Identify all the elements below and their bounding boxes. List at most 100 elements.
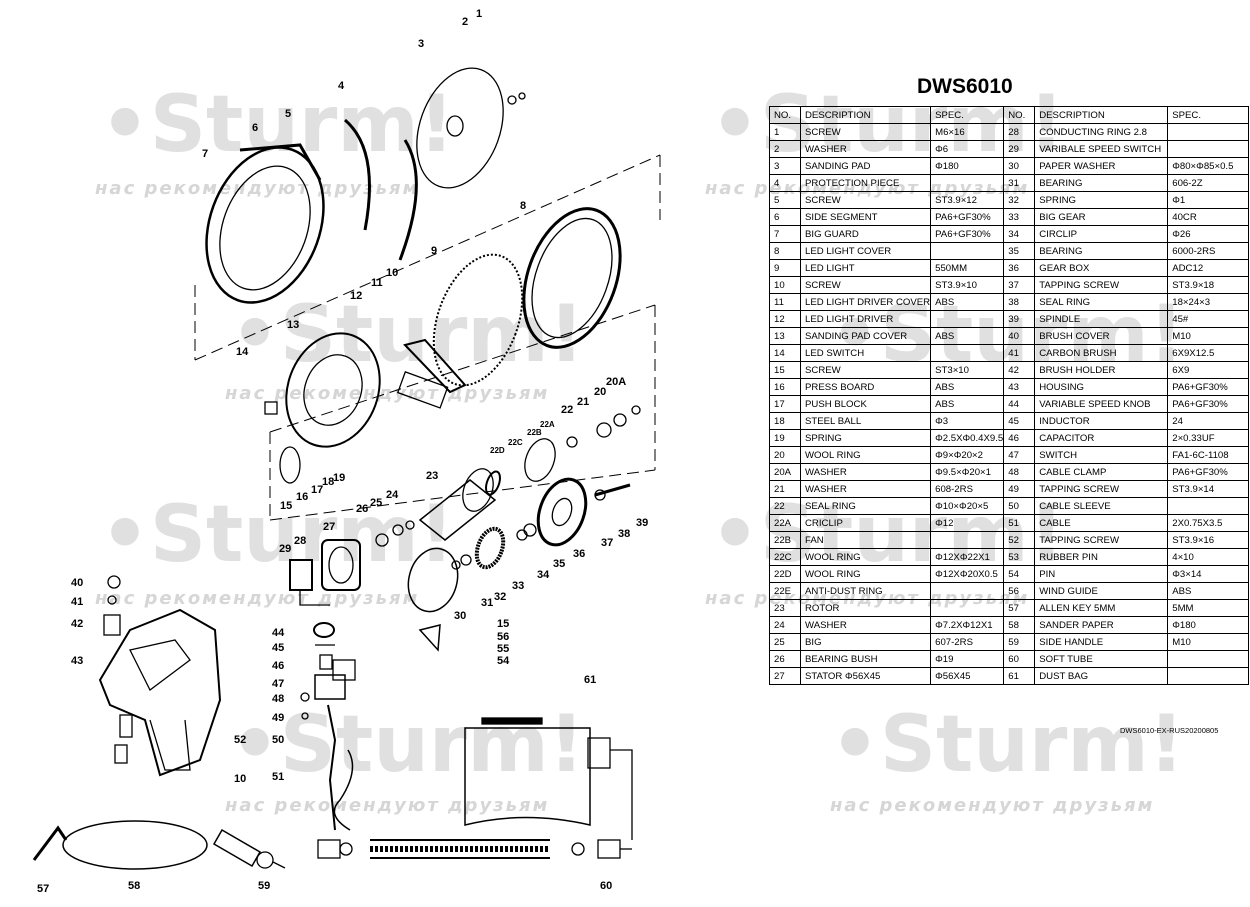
callout-52: 52 — [234, 734, 247, 746]
callout-39: 39 — [636, 517, 649, 529]
table-cell: ROTOR — [799, 599, 932, 617]
pad-cover-drawing — [285, 332, 381, 448]
callout-19: 19 — [333, 472, 346, 484]
callout-31: 31 — [481, 597, 494, 609]
table-cell: M10 — [1167, 633, 1250, 651]
callout-22: 22 — [561, 404, 574, 416]
table-cell: 20A — [769, 463, 801, 481]
callout-10-lower: 10 — [234, 773, 247, 785]
table-header-row: NO. DESCRIPTION SPEC. NO. DESCRIPTION SP… — [769, 106, 1250, 124]
table-cell: PIN — [1034, 565, 1169, 583]
callout-36: 36 — [573, 548, 586, 560]
callout-40: 40 — [71, 577, 84, 589]
table-cell — [930, 599, 1005, 617]
callout-14: 14 — [236, 346, 249, 358]
table-cell: 44 — [1003, 395, 1036, 413]
led-cover-drawing — [522, 207, 622, 349]
table-cell: Φ12XΦ22X1 — [930, 548, 1005, 566]
table-cell: LED LIGHT DRIVER COVER — [799, 293, 932, 311]
table-cell: ST3.9×18 — [1167, 276, 1250, 294]
table-cell: 40 — [1003, 327, 1036, 345]
table-cell: 550MM — [930, 259, 1005, 277]
callout-32: 32 — [494, 591, 507, 603]
callout-22c: 22C — [508, 438, 523, 447]
callout-37: 37 — [601, 537, 614, 549]
table-cell — [1167, 650, 1250, 668]
callout-3: 3 — [418, 38, 425, 50]
callout-22b: 22B — [527, 428, 542, 437]
callout-20: 20 — [594, 386, 607, 398]
table-cell: ABS — [930, 395, 1005, 413]
table-cell: VARIABLE SPEED KNOB — [1034, 395, 1169, 413]
table-cell: 17 — [769, 395, 801, 413]
table-cell: WOOL RING — [799, 446, 932, 464]
callout-60: 60 — [600, 880, 613, 892]
callout-55: 55 — [497, 643, 510, 655]
table-cell: Φ9.5×Φ20×1 — [930, 463, 1005, 481]
callout-18: 18 — [322, 476, 335, 488]
table-cell: BEARING — [1034, 242, 1169, 260]
callout-17: 17 — [311, 484, 324, 496]
callout-29: 29 — [279, 543, 292, 555]
table-cell: ADC12 — [1167, 259, 1250, 277]
table-cell: FAN — [799, 531, 932, 549]
callout-2: 2 — [462, 16, 469, 28]
table-cell: TAPPING SCREW — [1034, 531, 1169, 549]
table-cell: ALLEN KEY 5MM — [1034, 599, 1169, 617]
table-cell: 60 — [1003, 650, 1036, 668]
table-cell: WASHER — [799, 616, 932, 634]
table-cell: SPINDLE — [1034, 310, 1169, 328]
table-cell: 22A — [769, 514, 801, 532]
table-cell: 57 — [1003, 599, 1036, 617]
table-cell: 58 — [1003, 616, 1036, 634]
table-cell — [1167, 140, 1250, 158]
table-cell: SPRING — [1034, 191, 1169, 209]
table-cell: TAPPING SCREW — [1034, 480, 1169, 498]
table-cell: 37 — [1003, 276, 1036, 294]
table-cell: 2×0.33UF — [1167, 429, 1250, 447]
table-cell: 6X9X12.5 — [1167, 344, 1250, 362]
table-cell: 23 — [769, 599, 801, 617]
table-cell: 5MM — [1167, 599, 1250, 617]
table-cell: 7 — [769, 225, 801, 243]
table-cell: 28 — [1003, 123, 1036, 141]
table-cell — [930, 242, 1005, 260]
callout-6: 6 — [252, 122, 259, 134]
table-cell: ST3×10 — [930, 361, 1005, 379]
table-cell: STEEL BALL — [799, 412, 932, 430]
table-cell: WASHER — [799, 140, 932, 158]
callout-15: 15 — [280, 500, 293, 512]
table-cell: SCREW — [799, 191, 932, 209]
callout-16: 16 — [296, 491, 309, 503]
table-cell: BIG GEAR — [1034, 208, 1169, 226]
table-cell: M10 — [1167, 327, 1250, 345]
table-cell: 4×10 — [1167, 548, 1250, 566]
table-cell: WOOL RING — [799, 565, 932, 583]
led-light-drawing — [432, 253, 524, 387]
table-cell: PA6+GF30% — [1167, 378, 1250, 396]
table-cell: 16 — [769, 378, 801, 396]
table-cell: CARBON BRUSH — [1034, 344, 1169, 362]
table-cell: 42 — [1003, 361, 1036, 379]
table-cell: ST3.9×14 — [1167, 480, 1250, 498]
sanding-pad-drawing — [416, 67, 504, 189]
table-cell: 22 — [769, 497, 801, 515]
document-code: DWS6010-EX-RUS20200805 — [1120, 726, 1219, 735]
header-no: NO. — [1003, 106, 1036, 124]
table-cell: SCREW — [799, 276, 932, 294]
table-cell: BIG — [799, 633, 932, 651]
callout-22d: 22D — [490, 446, 505, 455]
header-spec: SPEC. — [930, 106, 1005, 124]
header-description: DESCRIPTION — [799, 106, 932, 124]
